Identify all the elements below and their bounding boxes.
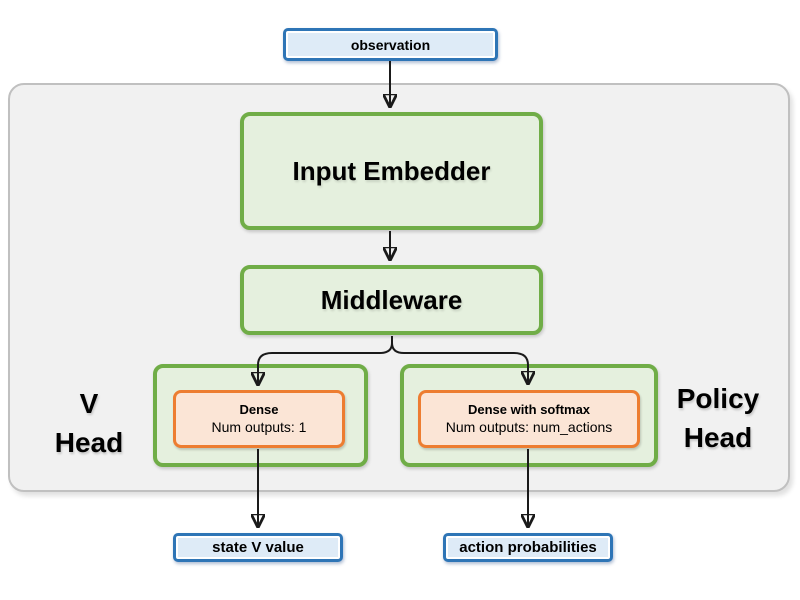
action-probabilities-node: action probabilities (443, 533, 613, 562)
v-head-label-line1: V (79, 388, 99, 419)
middleware-node: Middleware (240, 265, 543, 335)
input-embedder-node: Input Embedder (240, 112, 543, 230)
policy-head-dense-subtitle: Num outputs: num_actions (445, 419, 613, 436)
v-head-dense-title: Dense (239, 401, 279, 417)
v-head-dense-subtitle: Num outputs: 1 (211, 419, 307, 436)
observation-node: observation (283, 28, 498, 61)
policy-head-dense-title: Dense with softmax (467, 401, 591, 417)
v-head-label: V Head (30, 384, 148, 462)
policy-head-label: Policy Head (658, 379, 778, 457)
v-head-dense-layer: Dense Num outputs: 1 (173, 390, 345, 448)
policy-head-label-line2: Head (683, 422, 753, 453)
policy-head-label-line1: Policy (676, 383, 760, 414)
state-v-value-node: state V value (173, 533, 343, 562)
policy-head-dense-layer: Dense with softmax Num outputs: num_acti… (418, 390, 640, 448)
v-head-label-line2: Head (54, 427, 124, 458)
